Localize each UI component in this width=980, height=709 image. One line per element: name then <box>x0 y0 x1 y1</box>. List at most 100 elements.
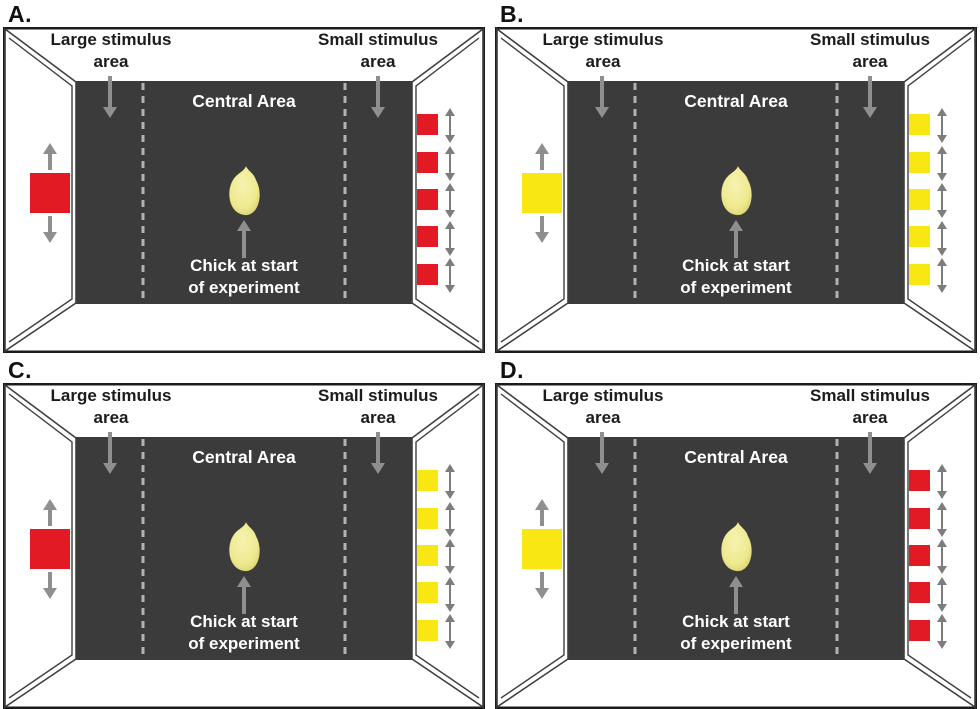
small-stimulus-area-label: Small stimulus area <box>810 30 930 71</box>
right-wall-inner-line <box>907 393 972 699</box>
up-down-arrow-icon <box>445 539 455 574</box>
small-stimulus-square <box>909 508 930 529</box>
right-wall-outline <box>411 27 484 353</box>
down-arrow-icon <box>862 432 878 474</box>
large-stimulus-square <box>30 529 70 569</box>
up-down-arrow-icon <box>445 221 455 256</box>
small-stimulus-square <box>417 582 438 603</box>
up-down-arrow-icon <box>445 146 455 181</box>
panel-letter: C. <box>8 357 32 383</box>
up-down-arrow-icon <box>445 577 455 612</box>
up-arrow-icon <box>42 143 58 170</box>
arena-box: Large stimulus area Small stimulus area … <box>495 27 977 353</box>
panel-letter: A. <box>8 1 32 27</box>
small-stimulus-square <box>909 620 930 641</box>
right-wall-inner-line <box>415 37 480 343</box>
small-stimulus-area-label: Small stimulus area <box>318 30 438 71</box>
up-down-arrow-icon <box>937 146 947 181</box>
up-down-arrow-icon <box>937 577 947 612</box>
up-down-arrow-icon <box>937 539 947 574</box>
up-down-arrow-icon <box>937 464 947 499</box>
up-arrow-icon <box>236 576 252 614</box>
arena-box: Large stimulus area Small stimulus area … <box>3 27 485 353</box>
panel-d: D. Large stimulus area Small stimulus ar… <box>494 357 980 709</box>
small-stimulus-square <box>909 470 930 491</box>
large-stimulus-area-label: Large stimulus area <box>50 386 172 427</box>
central-area-label: Central Area <box>684 91 788 111</box>
left-wall-inner-line <box>8 393 73 699</box>
central-area-label: Central Area <box>192 447 296 467</box>
up-down-arrow-icon <box>445 502 455 537</box>
chick-image <box>228 164 261 216</box>
down-arrow-icon <box>370 432 386 474</box>
panel-a: A. Large stimulus area Small stimulus ar… <box>2 1 488 353</box>
down-arrow-icon <box>534 572 550 599</box>
arena-box: Large stimulus area Small stimulus area … <box>495 383 977 709</box>
down-arrow-icon <box>370 76 386 118</box>
chick-image <box>228 520 261 572</box>
small-stimulus-square <box>417 189 438 210</box>
panel-c: C. Large stimulus area Small stimulus ar… <box>2 357 488 709</box>
small-stimulus-square <box>909 264 930 285</box>
large-stimulus-square <box>522 173 562 213</box>
small-stimulus-square <box>909 226 930 247</box>
up-arrow-icon <box>534 143 550 170</box>
up-arrow-icon <box>534 499 550 526</box>
small-stimulus-area-label: Small stimulus area <box>810 386 930 427</box>
chick-image <box>720 164 753 216</box>
left-wall-outline <box>4 27 77 353</box>
panel-letter: B. <box>500 1 524 27</box>
large-stimulus-area-label: Large stimulus area <box>542 386 664 427</box>
chick-caption: Chick at start of experiment <box>188 612 300 654</box>
down-arrow-icon <box>102 76 118 118</box>
down-arrow-icon <box>42 572 58 599</box>
up-down-arrow-icon <box>445 108 455 143</box>
arena-linework <box>495 27 977 353</box>
small-stimulus-square <box>909 152 930 173</box>
large-stimulus-square <box>522 529 562 569</box>
left-wall-outline <box>496 383 569 709</box>
small-stimulus-square <box>417 470 438 491</box>
panel-letter: D. <box>500 357 524 383</box>
small-stimulus-square <box>417 114 438 135</box>
up-arrow-icon <box>728 576 744 614</box>
left-wall-outline <box>496 27 569 353</box>
down-arrow-icon <box>862 76 878 118</box>
central-area-label: Central Area <box>684 447 788 467</box>
small-stimulus-square <box>417 226 438 247</box>
up-down-arrow-icon <box>937 614 947 649</box>
left-wall-inner-line <box>500 393 565 699</box>
up-down-arrow-icon <box>445 258 455 293</box>
up-down-arrow-icon <box>937 258 947 293</box>
down-arrow-icon <box>42 216 58 243</box>
up-down-arrow-icon <box>937 183 947 218</box>
up-arrow-icon <box>236 220 252 258</box>
large-stimulus-area-label: Large stimulus area <box>50 30 172 71</box>
chick-caption: Chick at start of experiment <box>680 256 792 298</box>
left-wall-outline <box>4 383 77 709</box>
small-stimulus-square <box>909 582 930 603</box>
small-stimulus-square <box>909 189 930 210</box>
left-wall-inner-line <box>8 37 73 343</box>
small-stimulus-area-label: Small stimulus area <box>318 386 438 427</box>
down-arrow-icon <box>594 76 610 118</box>
up-down-arrow-icon <box>445 464 455 499</box>
small-stimulus-square <box>417 620 438 641</box>
arena-box: Large stimulus area Small stimulus area … <box>3 383 485 709</box>
small-stimulus-square <box>417 508 438 529</box>
right-wall-inner-line <box>415 393 480 699</box>
right-wall-outline <box>903 27 976 353</box>
up-down-arrow-icon <box>937 108 947 143</box>
down-arrow-icon <box>594 432 610 474</box>
chick-caption: Chick at start of experiment <box>188 256 300 298</box>
small-stimulus-square <box>417 152 438 173</box>
chick-image <box>720 520 753 572</box>
up-down-arrow-icon <box>445 183 455 218</box>
right-wall-outline <box>411 383 484 709</box>
central-area-label: Central Area <box>192 91 296 111</box>
small-stimulus-square <box>417 545 438 566</box>
up-down-arrow-icon <box>445 614 455 649</box>
up-down-arrow-icon <box>937 221 947 256</box>
down-arrow-icon <box>534 216 550 243</box>
